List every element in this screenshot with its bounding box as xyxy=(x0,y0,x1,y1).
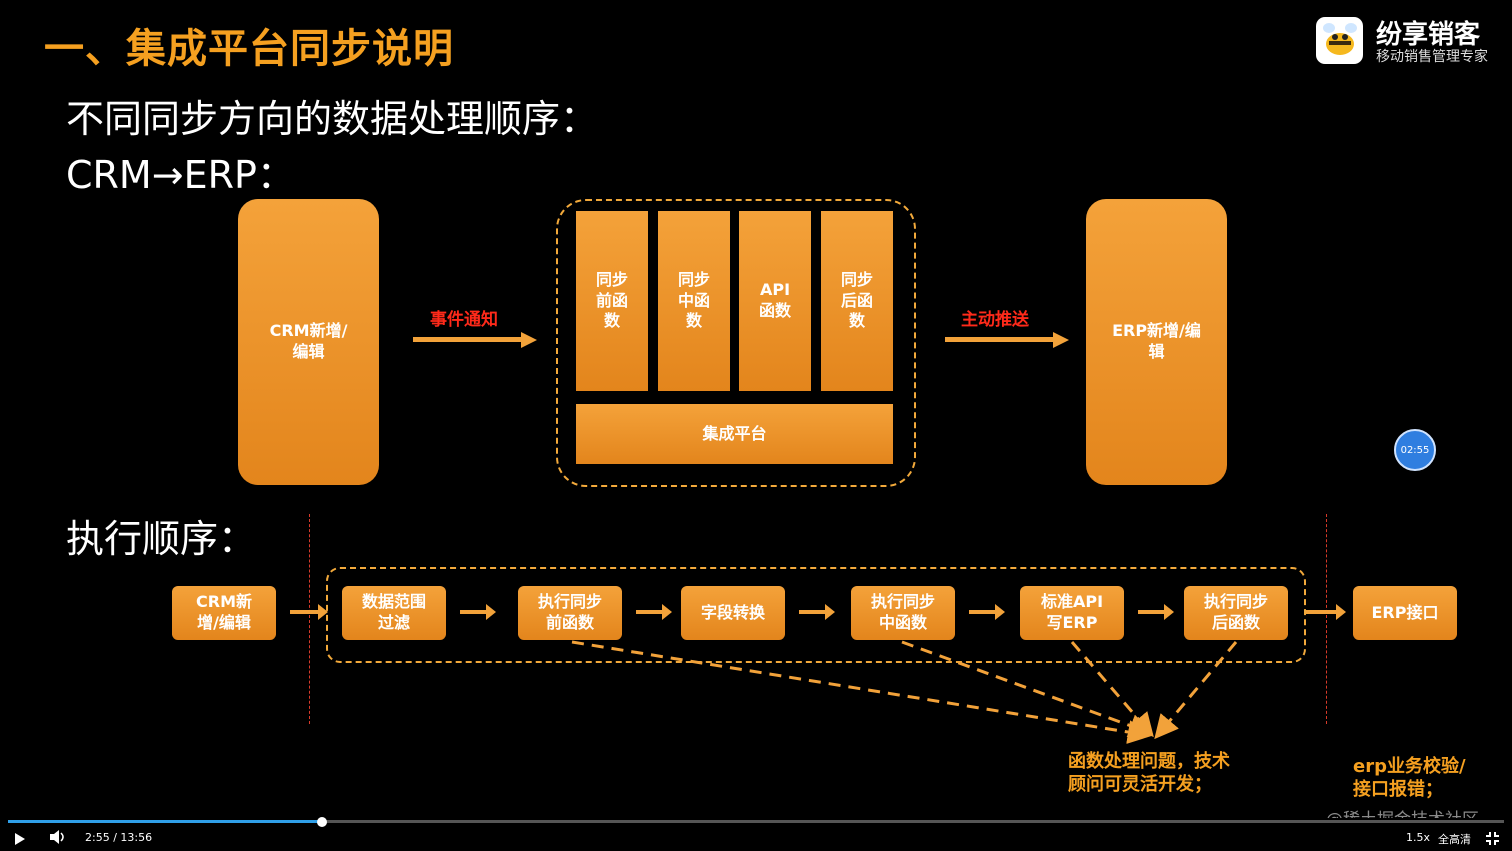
volume-icon[interactable] xyxy=(50,829,66,848)
erp-error-note: erp业务校验/ 接口报错； xyxy=(1353,756,1466,800)
subtitle-direction: CRM→ERP： xyxy=(66,153,295,197)
brand-tagline: 移动销售管理专家 xyxy=(1376,49,1488,65)
flow-group-frame xyxy=(326,567,1306,663)
play-icon[interactable] xyxy=(14,830,26,849)
bee-logo-icon xyxy=(1316,17,1363,64)
active-push-label: 主动推送 xyxy=(961,310,1029,330)
slide-title: 一、集成平台同步说明 xyxy=(44,26,454,72)
event-notice-label: 事件通知 xyxy=(430,310,498,330)
seek-handle[interactable] xyxy=(317,817,328,827)
seek-progress xyxy=(8,820,323,823)
pre-sync-function-column: 同步 前函 数 xyxy=(576,211,648,391)
flow-arrows xyxy=(290,604,1346,744)
flow-step-range-filter: 数据范围 过滤 xyxy=(342,586,446,640)
brand-name: 纷享销客 xyxy=(1376,20,1481,50)
platform-group-frame xyxy=(556,199,916,487)
flow-step-field-convert: 字段转换 xyxy=(681,586,785,640)
integration-platform-bar: 集成平台 xyxy=(576,404,893,464)
quality-button[interactable]: 全高清 xyxy=(1438,833,1471,846)
erp-edit-box: ERP新增/编 辑 xyxy=(1086,199,1227,485)
arrow-right-icon xyxy=(945,332,1069,348)
exit-fullscreen-icon[interactable] xyxy=(1486,830,1499,849)
seek-track[interactable] xyxy=(8,820,1504,823)
mid-sync-function-column: 同步 中函 数 xyxy=(658,211,730,391)
speed-button[interactable]: 1.5x xyxy=(1406,831,1431,844)
crm-edit-box: CRM新增/ 编辑 xyxy=(238,199,379,485)
subtitle-order: 不同同步方向的数据处理顺序： xyxy=(66,97,599,141)
flow-step-mid-function: 执行同步 中函数 xyxy=(851,586,955,640)
player-control-bar xyxy=(0,818,1512,851)
flow-step-api-write: 标准API 写ERP xyxy=(1020,586,1124,640)
subtitle-execution: 执行顺序： xyxy=(66,517,257,561)
timestamp-badge[interactable]: 02:55 xyxy=(1394,429,1436,471)
flow-step-post-function: 执行同步 后函数 xyxy=(1184,586,1288,640)
flow-step-crm-edit: CRM新 增/编辑 xyxy=(172,586,276,640)
arrow-right-icon xyxy=(413,332,537,348)
post-sync-function-column: 同步 后函 数 xyxy=(821,211,893,391)
flow-step-pre-function: 执行同步 前函数 xyxy=(518,586,622,640)
api-function-column: API 函数 xyxy=(739,211,811,391)
boundary-line-left xyxy=(309,514,310,724)
time-display: 2:55 / 13:56 xyxy=(85,831,153,844)
boundary-line-right xyxy=(1326,514,1327,724)
flow-step-erp-interface: ERP接口 xyxy=(1353,586,1457,640)
function-issue-note: 函数处理问题，技术 顾问可灵活开发； xyxy=(1068,751,1230,795)
